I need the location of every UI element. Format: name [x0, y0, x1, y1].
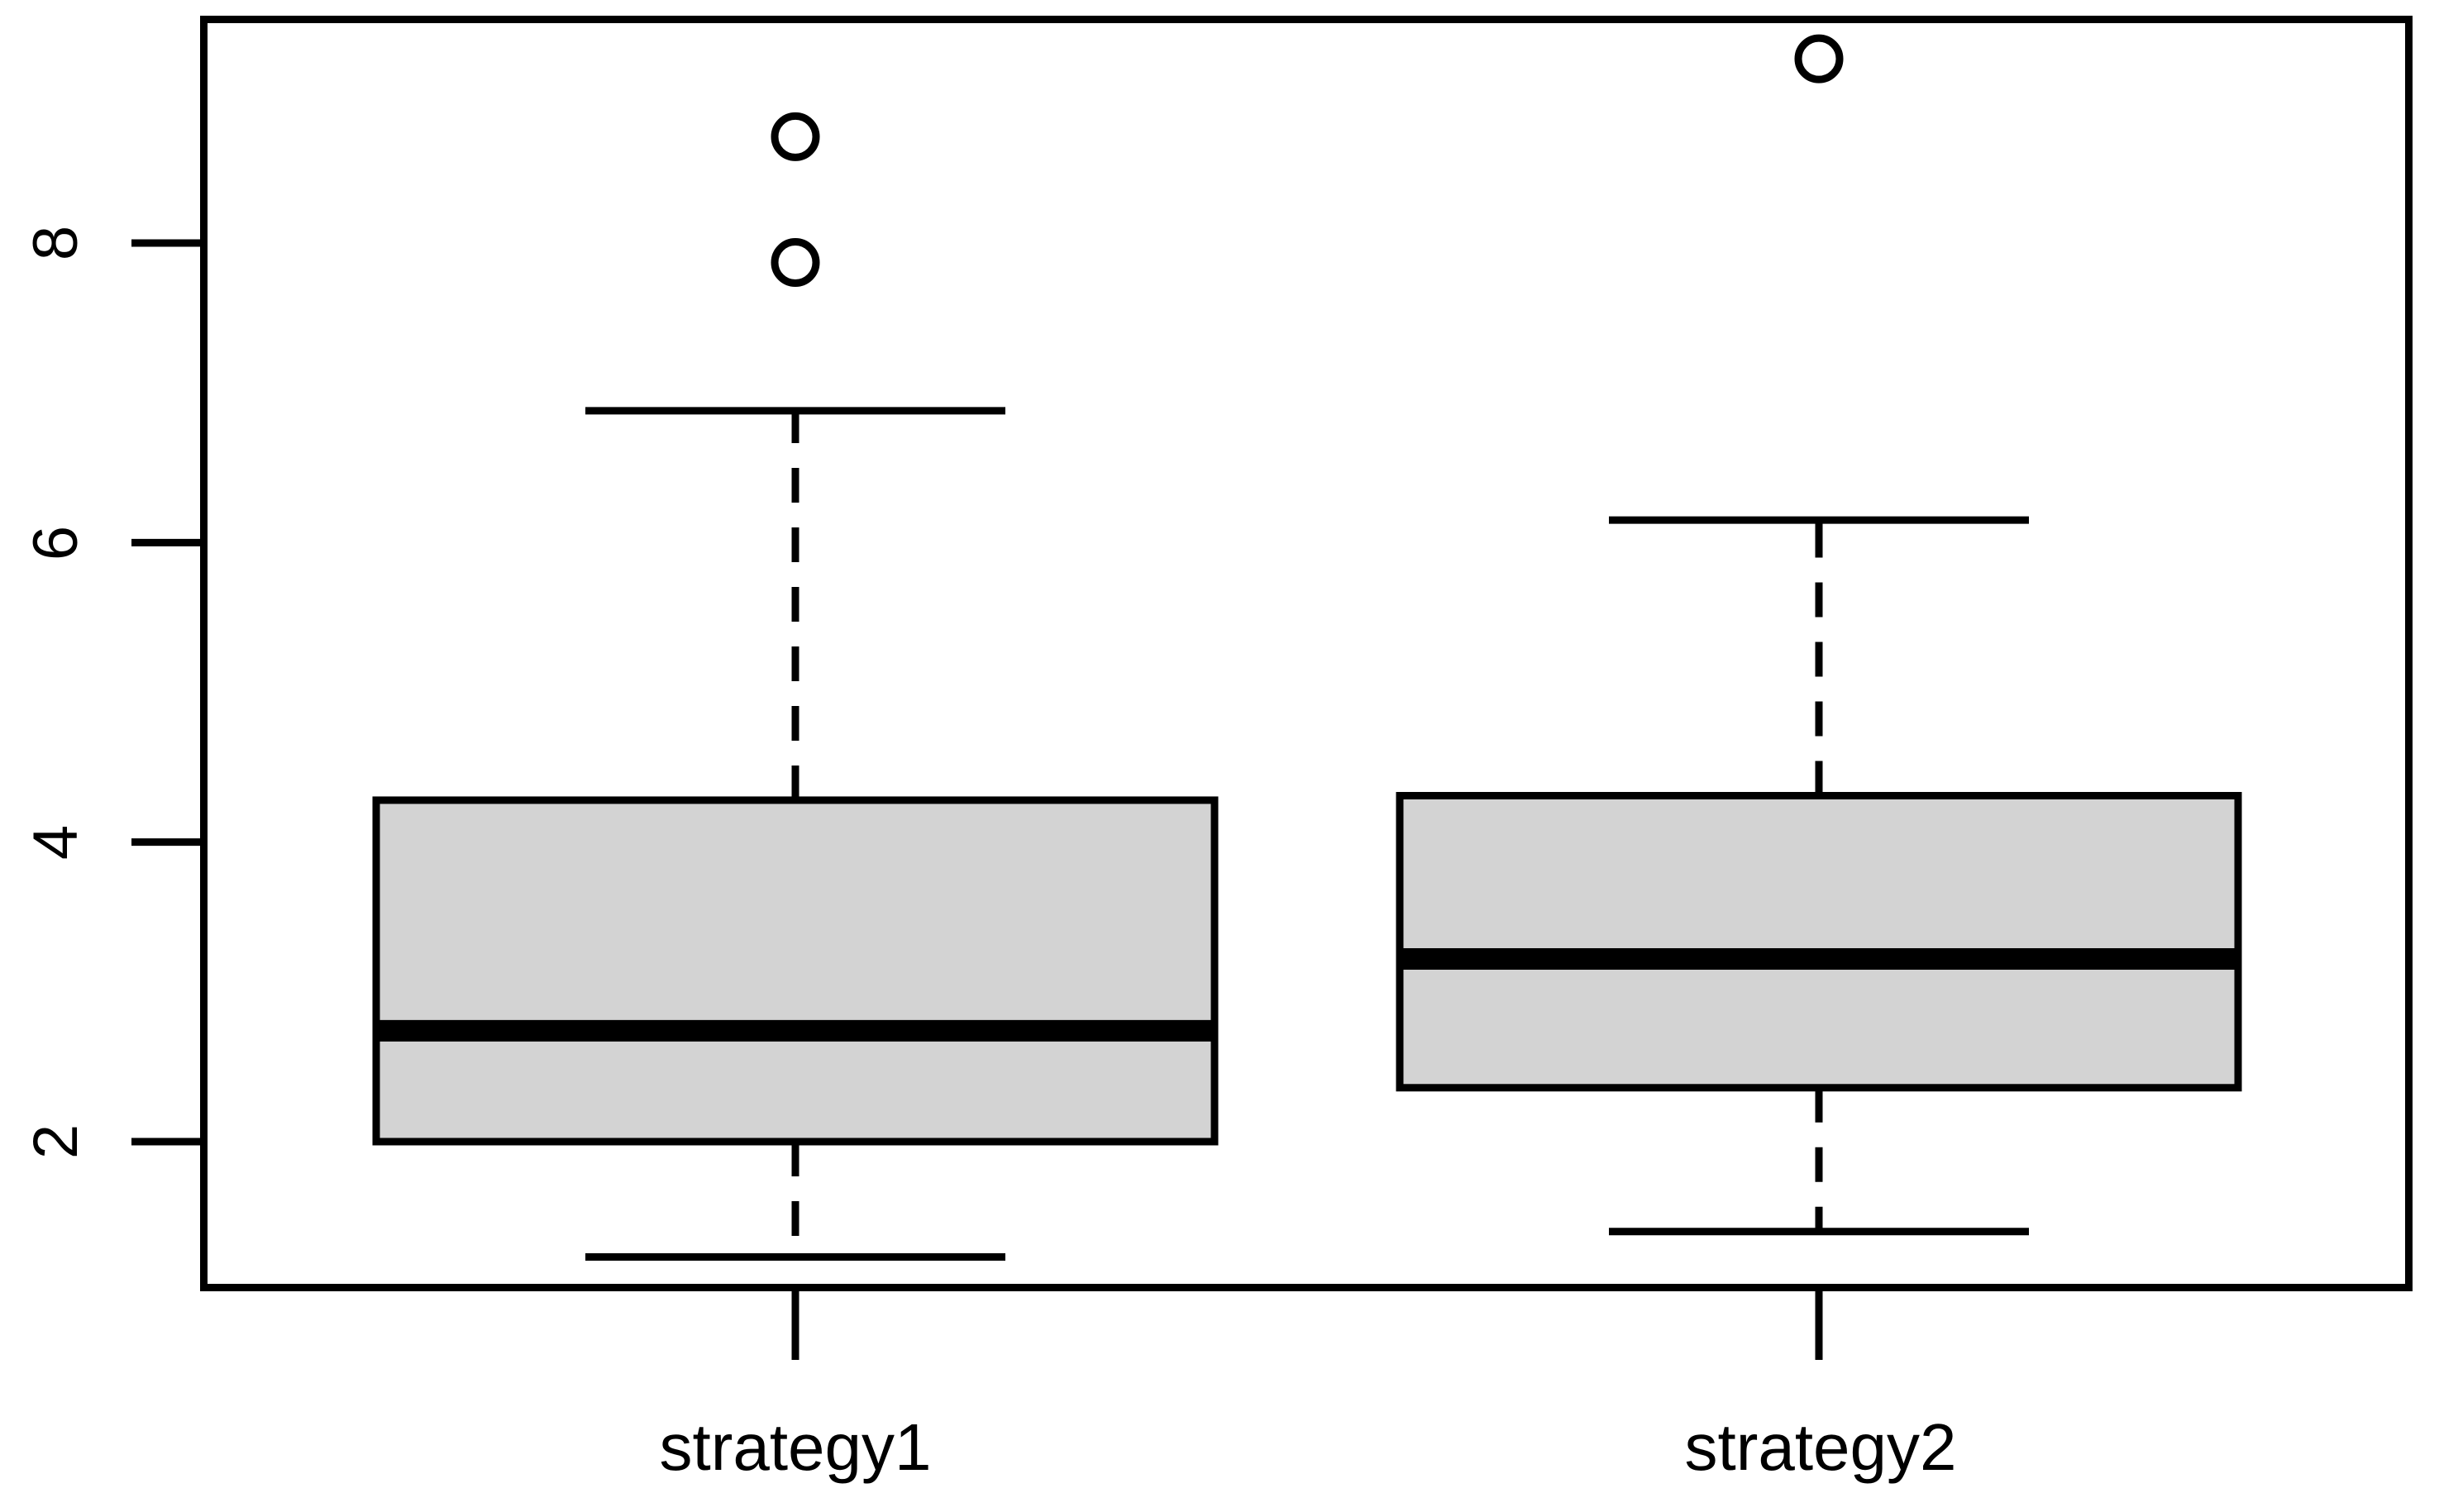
y-axis-tick-label-6: 6 — [21, 525, 91, 561]
x-axis-category-label-strategy1: strategy1 — [659, 1410, 932, 1484]
x-axis-category-label-strategy2: strategy2 — [1684, 1410, 1957, 1484]
plot-frame — [200, 16, 2413, 1291]
y-axis-tick-label-2: 2 — [21, 1123, 91, 1160]
y-axis-tick-label-8: 8 — [21, 225, 91, 261]
y-axis-tick-label-4: 4 — [21, 824, 91, 861]
